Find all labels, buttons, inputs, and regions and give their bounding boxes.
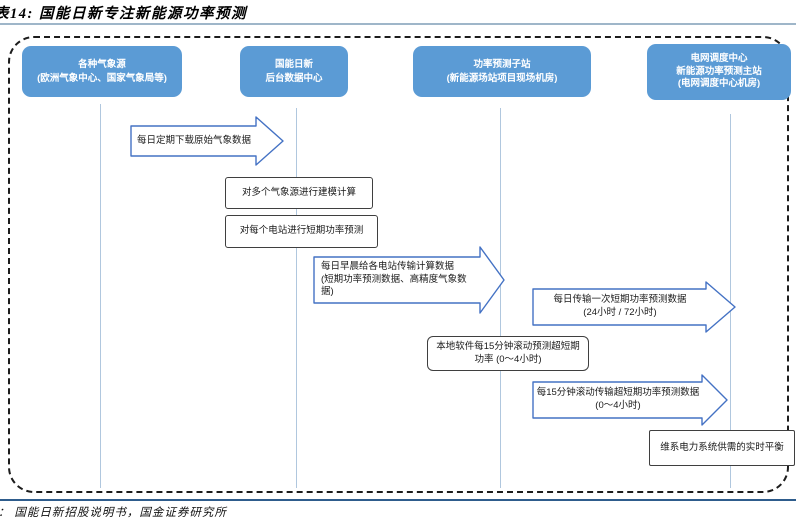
- title-divider: [0, 23, 796, 25]
- process-box-modeling: 对多个气象源进行建模计算: [225, 177, 373, 209]
- lane-line-substation: [500, 108, 501, 488]
- flow-label: 每15分钟滚动传输超短期功率预测数据 (0～4小时): [536, 387, 700, 411]
- process-label: 对每个电站进行短期功率预测: [239, 225, 364, 237]
- lane-line-grid-dispatch: [730, 114, 731, 488]
- station-substation: 功率预测子站 (新能源场站项目现场机房): [413, 46, 591, 97]
- source-divider: [0, 499, 796, 501]
- flow-label: 每日传输一次短期功率预测数据 (24小时 / 72小时): [553, 294, 687, 318]
- lane-line-weather-sources: [100, 104, 101, 488]
- process-label: 本地软件每15分钟滚动预测超短期: [436, 340, 580, 352]
- station-grid-dispatch: 电网调度中心 新能源功率预测主站 (电网调度中心机房): [647, 44, 791, 100]
- station-label: 功率预测子站: [473, 59, 531, 71]
- block-arrow-shape: [130, 116, 284, 166]
- flow-label: 每日早晨给各电站传输计算数据 (短期功率预测数据、高精度气象数据): [321, 260, 467, 298]
- station-label: 电网调度中心: [690, 53, 748, 65]
- lane-line-backend-center: [296, 108, 297, 488]
- flow-arrow-rolling-ultrashort: 每15分钟滚动传输超短期功率预测数据 (0～4小时): [532, 374, 728, 426]
- station-label: (新能源场站项目现场机房): [446, 72, 558, 84]
- block-arrow-shape: [532, 374, 728, 426]
- process-box-grid-balance: 维系电力系统供需的实时平衡: [649, 430, 795, 466]
- block-arrow-shape: [532, 281, 736, 333]
- station-label: (电网调度中心机房): [677, 78, 761, 90]
- process-box-local-rolling: 本地软件每15分钟滚动预测超短期 功率 (0～4小时): [427, 336, 589, 371]
- process-label: 对多个气象源进行建模计算: [241, 186, 356, 198]
- source-note: ： 国能日新招股说明书，国金证券研究所: [0, 507, 227, 519]
- process-label: 维系电力系统供需的实时平衡: [660, 441, 784, 453]
- station-label: 新能源功率预测主站: [676, 65, 762, 77]
- diagram-dashed-frame: [8, 36, 789, 493]
- figure-title: 表14: 国能日新专注新能源功率预测: [0, 6, 247, 22]
- flow-arrow-transmit-calc-data: 每日早晨给各电站传输计算数据 (短期功率预测数据、高精度气象数据): [313, 246, 505, 314]
- station-weather-sources: 各种气象源 (欧洲气象中心、国家气象局等): [22, 46, 182, 97]
- process-label: 功率 (0～4小时): [474, 353, 542, 365]
- station-label: 国能日新: [274, 59, 313, 71]
- station-backend-center: 国能日新 后台数据中心: [240, 46, 348, 97]
- flow-arrow-download-weather: 每日定期下载原始气象数据: [130, 116, 285, 166]
- flow-arrow-daily-shortterm: 每日传输一次短期功率预测数据 (24小时 / 72小时): [532, 281, 736, 333]
- process-box-shortterm-forecast: 对每个电站进行短期功率预测: [225, 215, 378, 248]
- station-label: (欧洲气象中心、国家气象局等): [37, 72, 167, 84]
- flow-label: 每日定期下载原始气象数据: [136, 134, 251, 146]
- station-label: 各种气象源: [78, 59, 126, 71]
- block-arrow-shape: [313, 246, 505, 314]
- station-label: 后台数据中心: [265, 72, 323, 84]
